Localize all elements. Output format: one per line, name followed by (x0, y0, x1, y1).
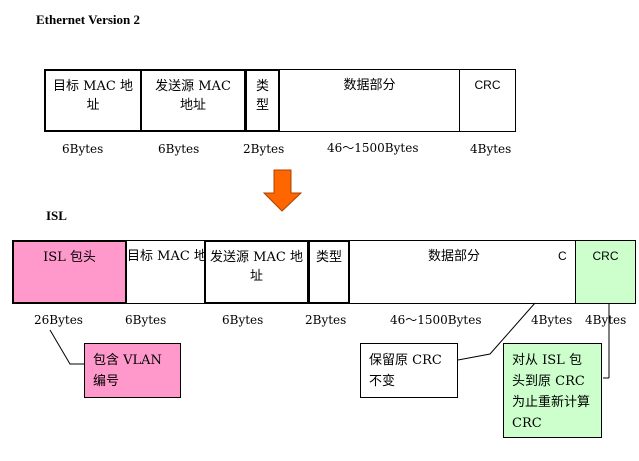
callout-line-keep-crc (457, 302, 536, 361)
note-new-crc: 对从 ISL 包头到原 CRC 为止重新计算 CRC (503, 343, 602, 438)
isl-field-header: ISL 包头 (12, 240, 127, 304)
isl-size-type: 2Bytes (305, 313, 347, 327)
isl-field-new-crc: CRC (575, 240, 636, 304)
isl-size-data: 46～1500Bytes (390, 313, 482, 327)
isl-field-old-crc: C (558, 240, 575, 304)
ethernet-title: Ethernet Version 2 (36, 12, 140, 27)
isl-size-header: 26Bytes (34, 313, 83, 327)
isl-field-src-mac: 发送源 MAC 地址 (204, 240, 308, 304)
isl-size-src-mac: 6Bytes (222, 313, 264, 327)
isl-field-type: 类型 (308, 240, 350, 304)
ethernet-size-crc: 4Bytes (470, 142, 512, 156)
isl-field-data: 数据部分 (350, 240, 558, 304)
isl-title: ISL (46, 208, 67, 223)
ethernet-size-type: 2Bytes (243, 142, 285, 156)
ethernet-field-src-mac: 发送源 MAC 地址 (141, 69, 245, 132)
ethernet-field-type: 类型 (245, 69, 280, 132)
isl-size-dst-mac: 6Bytes (125, 313, 167, 327)
ethernet-size-data: 46～1500Bytes (327, 141, 419, 155)
ethernet-field-crc: CRC (460, 69, 516, 132)
callout-line-vlan (49, 329, 84, 365)
note-keep-crc: 保留原 CRC 不变 (360, 343, 458, 398)
ethernet-field-dst-mac: 目标 MAC 地址 (44, 69, 141, 132)
isl-field-dst-mac: 目标 MAC 地址 (127, 240, 204, 304)
isl-size-new-crc: 4Bytes (585, 313, 627, 327)
ethernet-field-data: 数据部分 (280, 69, 460, 132)
down-arrow-shape (262, 169, 303, 212)
isl-size-old-crc: 4Bytes (531, 313, 573, 327)
ethernet-size-src-mac: 6Bytes (158, 142, 200, 156)
ethernet-size-dst-mac: 6Bytes (62, 142, 104, 156)
note-vlan: 包含 VLAN 编号 (84, 343, 181, 398)
